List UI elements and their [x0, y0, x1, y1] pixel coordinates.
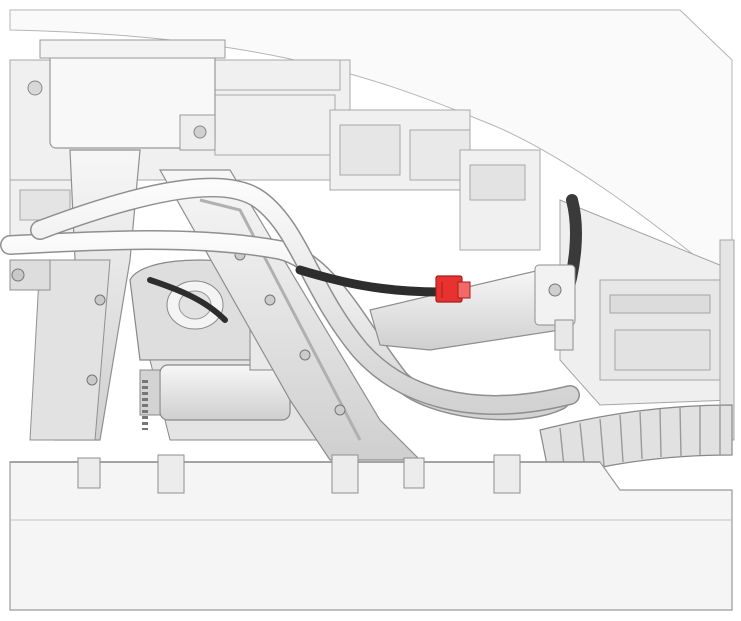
connector-bracket-arm [369, 264, 576, 351]
lower-trim-panel [9, 454, 733, 611]
wiring-harness-cable [295, 265, 445, 297]
coolant-pipes [0, 177, 580, 421]
highlighted-connector [435, 275, 471, 303]
control-module-box [27, 39, 226, 151]
right-side-structure [559, 199, 735, 441]
wiring-harness-cable-lower [147, 277, 228, 323]
